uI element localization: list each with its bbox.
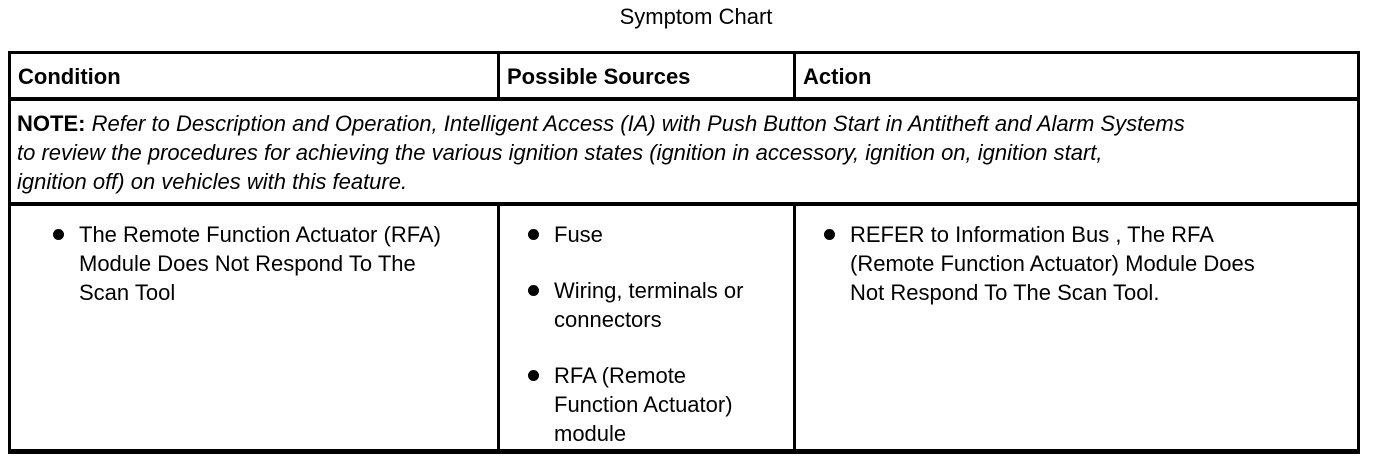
bullet-icon bbox=[824, 229, 835, 240]
bullet-item-text: The Remote Function Actuator (RFA) Modul… bbox=[79, 222, 441, 305]
column-header-condition: Condition bbox=[18, 64, 121, 89]
table-header-row: Condition Possible Sources Action bbox=[11, 54, 1357, 101]
page-title: Symptom Chart bbox=[619, 4, 773, 29]
table-data-row: The Remote Function Actuator (RFA) Modul… bbox=[11, 206, 1357, 449]
note-text: Refer to Description and Operation, Inte… bbox=[17, 111, 1185, 194]
note-label: NOTE: bbox=[17, 111, 86, 136]
action-cell: REFER to Information Bus , The RFA (Remo… bbox=[793, 206, 1357, 449]
bullet-item-text: Fuse bbox=[554, 222, 603, 247]
column-header-possible-sources: Possible Sources bbox=[497, 54, 793, 97]
condition-cell: The Remote Function Actuator (RFA) Modul… bbox=[11, 206, 497, 449]
bullet-item: The Remote Function Actuator (RFA) Modul… bbox=[11, 220, 489, 307]
note-row: NOTE: Refer to Description and Operation… bbox=[11, 101, 1357, 206]
bullet-item: RFA (Remote Function Actuator) module bbox=[500, 361, 785, 448]
column-header-action: Action bbox=[793, 54, 1357, 97]
action-bullet-list: REFER to Information Bus , The RFA (Remo… bbox=[796, 220, 1349, 307]
bullet-item: Fuse bbox=[500, 220, 785, 249]
bullet-item: REFER to Information Bus , The RFA (Remo… bbox=[796, 220, 1349, 307]
bullet-item: Wiring, terminals or connectors bbox=[500, 276, 785, 334]
bullet-item-text: Wiring, terminals or connectors bbox=[554, 278, 744, 332]
condition-bullet-list: The Remote Function Actuator (RFA) Modul… bbox=[11, 220, 489, 307]
bullet-icon bbox=[528, 285, 539, 296]
bullet-icon bbox=[528, 229, 539, 240]
bullet-item-text: REFER to Information Bus , The RFA (Remo… bbox=[850, 222, 1255, 305]
bullet-icon bbox=[53, 229, 64, 240]
symptom-chart-table: Condition Possible Sources Action NOTE: … bbox=[8, 51, 1360, 454]
bullet-item-text: RFA (Remote Function Actuator) module bbox=[554, 363, 733, 446]
bullet-icon bbox=[528, 370, 539, 381]
